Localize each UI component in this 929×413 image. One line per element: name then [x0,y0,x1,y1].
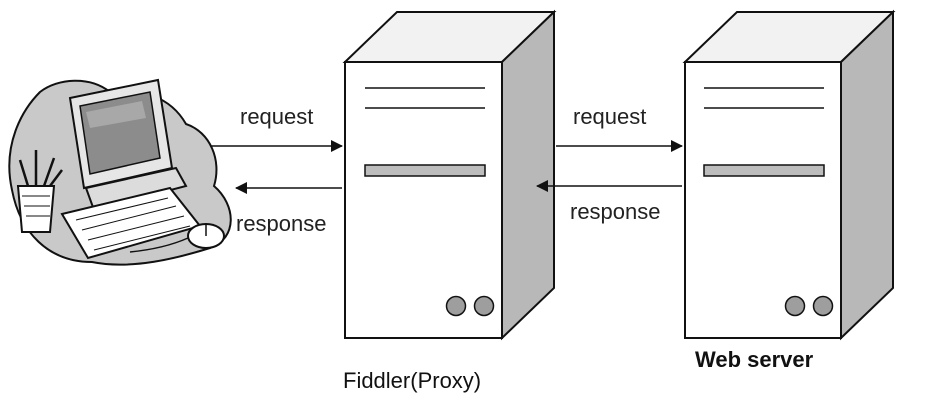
web-server [682,9,896,341]
desktop-computer-icon [8,78,232,266]
tower-server-icon [682,9,896,341]
proxy-server [342,9,557,341]
power-button [445,295,467,317]
power-button [784,295,806,317]
request-label-right: request [573,104,646,129]
request-label-left: request [240,104,313,129]
drive-bay [364,164,486,177]
client-computer [8,78,232,266]
tower-server-icon [342,9,557,341]
web-server-caption: Web server [695,347,814,372]
response-label-right: response [570,199,661,224]
response-label-left: response [236,211,327,236]
proxy-caption: Fiddler(Proxy) [343,368,481,393]
reset-button [473,295,495,317]
drive-bay [703,164,825,177]
reset-button [812,295,834,317]
